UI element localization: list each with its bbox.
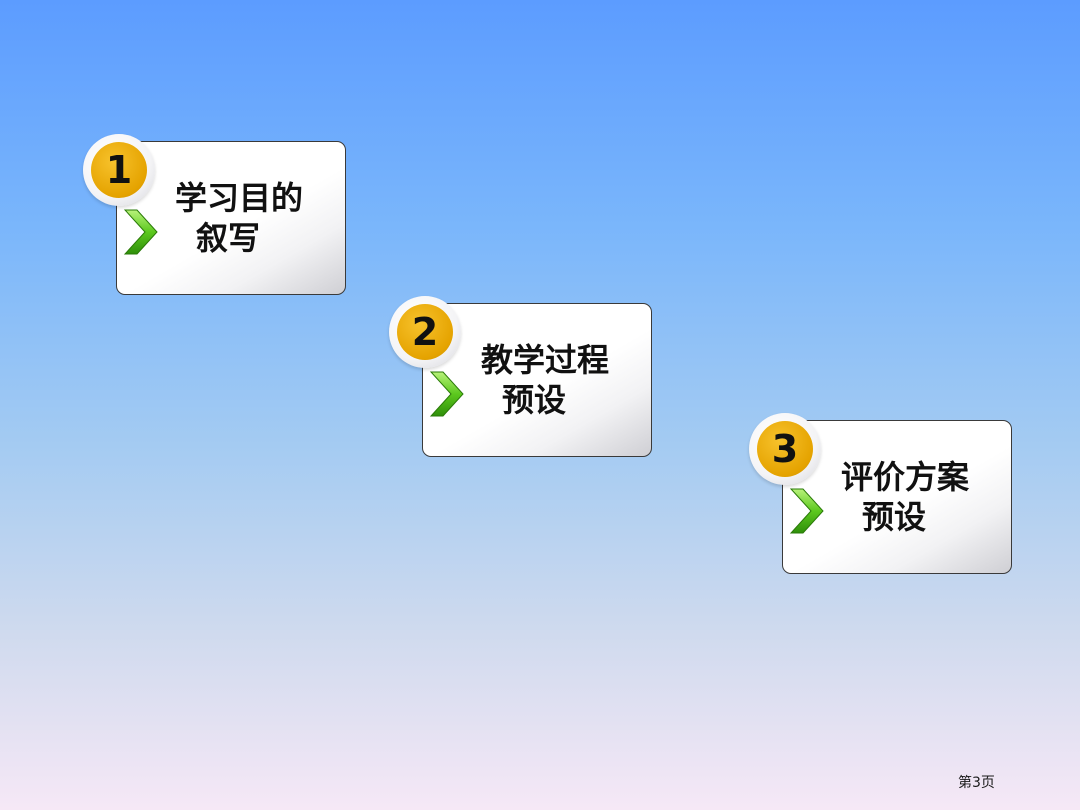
number-badge-ring: 3 [749, 413, 821, 485]
chevron-right-icon [429, 371, 464, 417]
step-label: 评价方案 预设 [841, 457, 969, 537]
step-card-2[interactable]: 2 教学过程 预设 [389, 296, 652, 457]
page-number: 第3页 [958, 775, 995, 791]
number-badge-ring: 1 [83, 134, 155, 206]
step-label: 学习目的 叙写 [175, 178, 303, 258]
step-label-line2: 预设 [862, 498, 927, 536]
step-label-line1: 评价方案 [841, 458, 970, 496]
step-label-line2: 叙写 [196, 219, 261, 257]
step-label-line2: 预设 [502, 381, 567, 419]
number-badge: 3 [757, 421, 813, 477]
step-card-1[interactable]: 1 学习目的 叙写 [83, 134, 346, 295]
step-label: 教学过程 预设 [481, 340, 609, 420]
step-card-3[interactable]: 3 评价方案 预设 [749, 413, 1012, 574]
step-label-line1: 教学过程 [481, 341, 610, 379]
number-badge-ring: 2 [389, 296, 461, 368]
step-label-line1: 学习目的 [175, 179, 304, 217]
chevron-right-icon [789, 488, 824, 534]
number-badge: 1 [91, 142, 147, 198]
number-badge: 2 [397, 304, 453, 360]
chevron-right-icon [123, 209, 158, 255]
